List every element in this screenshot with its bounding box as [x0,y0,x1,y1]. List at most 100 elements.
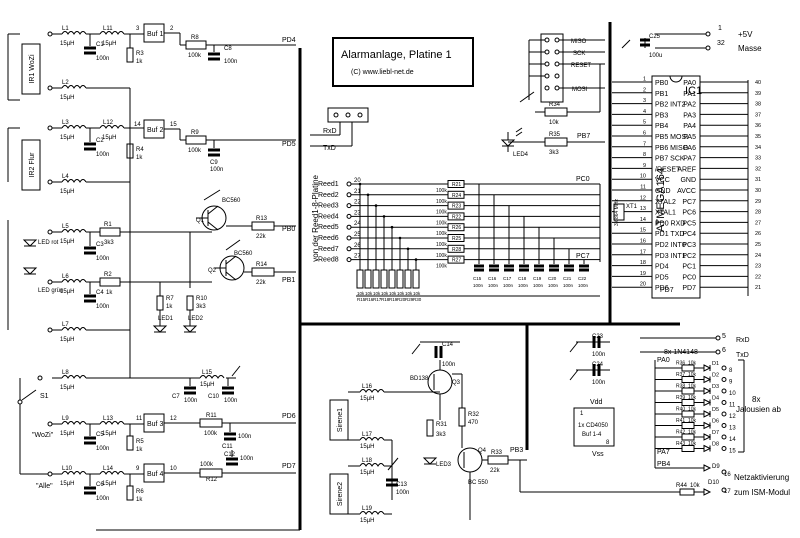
c23-val: 100n [592,352,605,358]
cd4050-desc2: Buf 1-4 [582,432,602,438]
pb1: PB1 [282,277,295,284]
out-r44: R44 [676,483,688,489]
ir1-c8: C8 [224,46,232,52]
out-resistor-value: 10k [688,407,697,413]
q1: Q1 [196,218,205,224]
buf4-out: 10 [170,466,177,472]
ir2-l4: L4 [62,174,69,180]
ic1-right-pin-label: PA0 [683,80,696,87]
c14: C14 [442,342,454,348]
reed-pulldown-name: R30 [413,297,422,302]
out-pa0: PA0 [657,357,670,364]
l9-val: 15µH [60,431,74,437]
reed-series-r: R21 [452,182,461,188]
out-diode [703,364,712,372]
out-pin: 12 [729,414,736,420]
out-resistor-value: 10k [688,418,697,424]
out-terminal [721,411,727,417]
c10-val: 100n [224,398,237,404]
out-rxd: RxD [736,337,750,344]
reed-terminal [346,181,352,187]
c23: C23 [592,334,604,340]
q2-type: BC560 [234,251,253,257]
ic1-left-pin-label: PB6 MISO [655,145,689,152]
reed-pulldown-name: R17 [373,297,382,302]
l7: L7 [62,322,69,328]
reed-pulldown-resistor [372,269,380,289]
reed-series-value: 100k [436,242,447,248]
reed-pulldown-value: 10k [389,291,397,296]
ic1-right-pin-num: 32 [755,166,761,172]
out-jalousie-1: 8x [752,395,760,404]
r34-value: 10k [549,120,560,126]
pd7: PD7 [282,463,296,470]
l14: L14 [103,466,114,472]
ic1-right-pin-num: 34 [755,145,761,151]
out-txd: TxD [736,352,749,359]
out-resistor-name: R41 [676,418,685,424]
ir2-r9: R9 [191,130,199,136]
ic1-right-pin-label: PC1 [682,264,696,271]
ir2-buf: Buf 2 [147,127,163,134]
ic1-left-pin-num: 7 [643,141,646,147]
out-d9-terminal [721,469,727,475]
c12-val: 100n [240,456,253,462]
ic1-right-pin-label: PC2 [682,253,696,260]
reed-cap-name: C17 [503,276,512,281]
ir2-r4: R4 [136,147,144,153]
siren-1: Sirene1 [337,408,344,432]
reed-cap-value: 100n [488,283,499,288]
ic1-name: IC1 [685,85,702,97]
c6: C6 [96,482,104,488]
out-pin: 8 [729,368,733,374]
ir2-net: PD5 [282,141,296,148]
isp-miso: MISO [571,39,587,45]
out-diode-name: D6 [712,419,719,425]
reed-terminal [346,203,352,209]
out-resistor-value: 10k [688,361,697,367]
r31: R31 [436,422,448,428]
ic1-right-pin-label: PA2 [683,102,696,109]
out-d10-diode [703,488,712,496]
ir2-r4-val: 1k [136,155,143,161]
out-netz: Netzaktivierung [734,473,789,482]
siren-2: Sirene2 [337,482,344,506]
ic1-right-pin-label: AVCC [677,188,696,195]
ic1-left-pin-label: PD5 [655,274,669,281]
reed-series-r: R25 [452,236,461,242]
ic1-left-pin-label: PD3 INT1 [655,253,686,260]
r1-val: 3k3 [104,240,114,246]
ic1-right-pin-num: 31 [755,177,761,183]
buf4-in: 9 [136,466,140,472]
out-pin: 11 [729,403,736,409]
reed-pulldown-name: R29 [405,297,414,302]
c6-val: 100n [96,496,109,502]
l9: L9 [62,416,69,422]
ic1-right-pin-label: PC0 [682,274,696,281]
q4: Q4 [478,448,487,454]
reed-cap-value: 100n [563,283,574,288]
ic1-left-pin-label: XTAL2 [655,199,676,206]
reed-pulldown-resistor [356,269,364,289]
r11: R11 [206,413,217,419]
c5-val: 100n [96,446,109,452]
out-d10-terminal [721,487,727,493]
ic1-right-pin-num: 23 [755,264,761,270]
reed-cap-name: C21 [563,276,572,281]
l17-val: 15µH [360,444,374,450]
pb0: PB0 [282,226,295,233]
ic1-right-pin-label: PA1 [683,91,696,98]
ic1-left-pin-label: VCC [655,177,670,184]
r5-val: 1k [136,447,143,453]
ic1-right-pin-num: 27 [755,220,761,226]
ic1-right-pin-label: AREF [677,166,696,173]
ic1-right-pin-num: 33 [755,156,761,162]
reed-pulldown-name: R20 [397,297,406,302]
led4-name: LED4 [513,152,529,158]
r35-value: 3k3 [549,150,559,156]
ic1-right-pin-num: 25 [755,242,761,248]
reed-cap-value: 100n [503,283,514,288]
out-diode-name: D7 [712,430,719,436]
l5: L5 [62,224,69,230]
